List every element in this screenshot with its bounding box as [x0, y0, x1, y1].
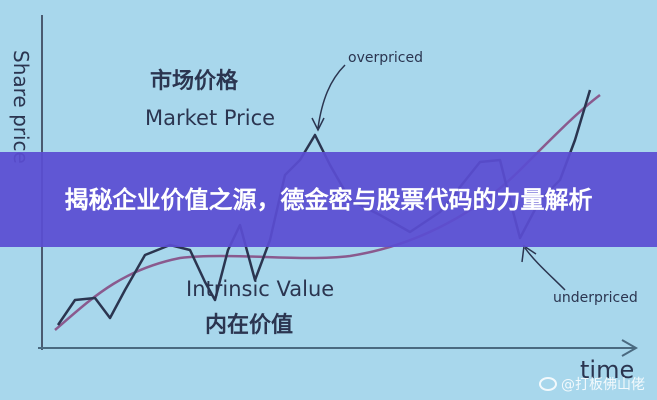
overpriced-label: overpriced	[348, 50, 423, 66]
y-axis-label: Share price	[9, 50, 33, 164]
underpriced-label: underpriced	[553, 290, 638, 306]
watermark-text: @打板佛山佬	[561, 377, 645, 393]
underpriced-arrow	[521, 244, 566, 291]
market-price-cn: 市场价格	[150, 68, 239, 94]
x-axis-arrow	[621, 339, 639, 357]
intrinsic-value-en: Intrinsic Value	[186, 277, 334, 301]
weibo-icon	[539, 377, 557, 391]
title-banner: 揭秘企业价值之源，德金密与股票代码的力量解析	[0, 152, 657, 247]
watermark: @打板佛山佬	[539, 374, 645, 394]
market-price-en: Market Price	[145, 106, 275, 130]
overpriced-arrow	[311, 64, 346, 132]
intrinsic-value-cn: 内在价值	[205, 312, 293, 338]
x-axis-label: time	[580, 356, 634, 384]
banner-title: 揭秘企业价值之源，德金密与股票代码的力量解析	[64, 185, 593, 214]
